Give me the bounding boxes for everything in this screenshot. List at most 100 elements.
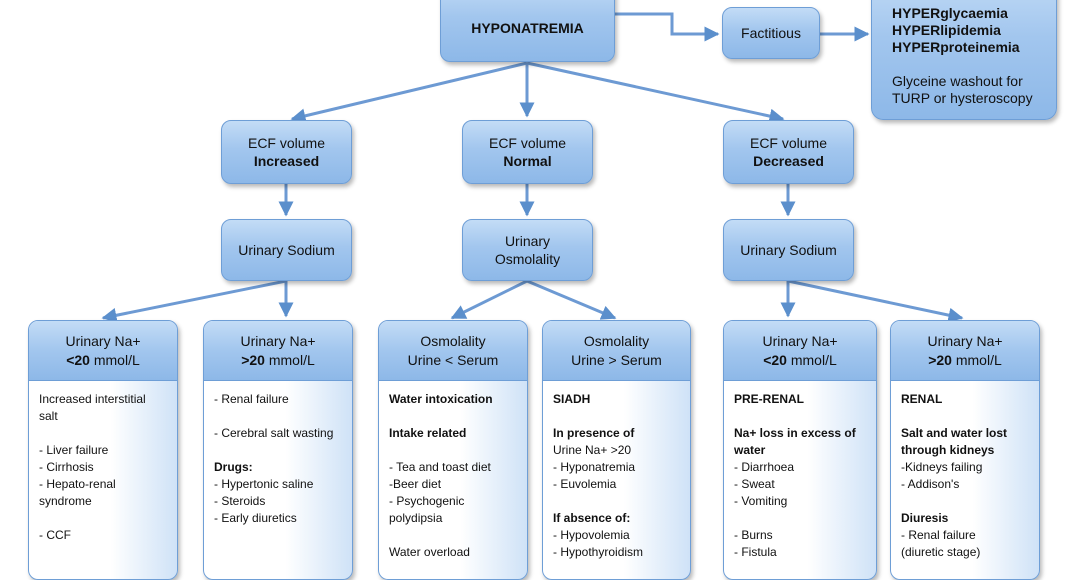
arrow-root-to-ecf-increased [290, 61, 528, 124]
result-line [214, 408, 346, 425]
arrow-root-to-factitious [615, 12, 720, 42]
result-line: - Hypertonic saline [214, 477, 314, 491]
factitious-note-line: TURP or hysteroscopy [892, 90, 1033, 106]
arrow-root-to-ecf-decreased [526, 61, 785, 124]
result-header-line2: >20 mmol/L [928, 351, 1002, 368]
result-line: - Hypovolemia [553, 528, 630, 542]
result-header-line2: <20 mmol/L [66, 351, 140, 368]
result-column-header: Urinary Na+ <20 mmol/L [724, 321, 876, 381]
test-label: Urinary Sodium [740, 242, 837, 258]
factitious-cause: HYPERlipidemia [892, 22, 1001, 38]
result-line: - Steroids [214, 494, 266, 508]
result-header-line2: <20 mmol/L [763, 351, 837, 368]
result-line: Na+ loss in excess of [734, 426, 856, 440]
result-line: - Renal failure [901, 528, 976, 542]
result-line: Diuresis [901, 511, 949, 525]
result-column-header: Urinary Na+>20 mmol/L [891, 321, 1039, 381]
result-line: RENAL [901, 392, 943, 406]
result-column-body: Increased interstitial salt - Liver failur… [29, 381, 177, 544]
result-line: Water overload [389, 545, 470, 559]
result-column-header: Urinary Na+<20 mmol/L [29, 321, 177, 381]
result-line: Drugs: [214, 460, 253, 474]
result-line: (diuretic stage) [901, 545, 981, 559]
result-line [734, 510, 870, 527]
test-label: Urinary [504, 233, 551, 249]
result-line: - Burns [734, 528, 773, 542]
urinary-osmolality-node: Urinary Osmolality [462, 219, 593, 281]
result-line: - Cirrhosis [39, 460, 94, 474]
result-line: syndrome [39, 494, 92, 508]
ecf-line2: Decreased [753, 153, 824, 169]
factitious-label: Factitious [741, 25, 801, 41]
result-column-header: Urinary Na+ >20 mmol/L [204, 321, 352, 381]
result-line: Urine Na+ >20 [553, 443, 632, 457]
root-label: HYPONATREMIA [471, 20, 584, 36]
result-line: In presence of [553, 426, 635, 440]
result-line [553, 493, 684, 510]
result-line: - Vomiting [734, 494, 788, 508]
arrow-osm-to-low [450, 279, 528, 320]
test-label: Osmolality [494, 251, 561, 267]
result-line [901, 408, 1033, 425]
result-line: -Beer diet [389, 477, 442, 491]
ecf-line1: ECF volume [749, 135, 828, 151]
result-line: - Early diuretics [214, 511, 297, 525]
result-line: - Euvolemia [553, 477, 617, 491]
factitious-causes-box: HYPERglycaemia HYPERlipidemia HYPERprote… [871, 0, 1057, 120]
result-line: polydipsia [389, 511, 443, 525]
arrow-sodium-to-low [101, 279, 287, 323]
result-line: Increased interstitial [39, 392, 146, 406]
result-header-line1: Osmolality [583, 332, 650, 349]
factitious-cause: HYPERglycaemia [892, 5, 1008, 21]
result-line: Intake related [389, 426, 467, 440]
arrow-sodium2-to-high [787, 279, 964, 323]
ecf-line2: Normal [503, 153, 552, 169]
result-column: Urinary Na+ >20 mmol/L - Renal failure- Ce… [203, 320, 353, 580]
result-header-line2: >20 mmol/L [241, 351, 315, 368]
result-line [901, 493, 1033, 510]
ecf-increased-node: ECF volume Increased [221, 120, 352, 184]
urinary-sodium-node-right: Urinary Sodium [723, 219, 854, 281]
result-line: Salt and water lost [901, 426, 1008, 440]
result-column-body: SIADH In presence of Urine Na+ >20 - Hypona… [543, 381, 690, 561]
result-line: - Renal failure [214, 392, 289, 406]
root-node-hyponatremia: HYPONATREMIA [440, 0, 615, 62]
result-line: - Tea and toast diet [389, 460, 491, 474]
result-line: - Sweat [734, 477, 775, 491]
result-line: - Diarrhoea [734, 460, 795, 474]
result-header-line1: Urinary Na+ [762, 332, 838, 349]
test-label: Urinary Sodium [238, 242, 335, 258]
result-line: - Hyponatremia [553, 460, 636, 474]
ecf-normal-node: ECF volume Normal [462, 120, 593, 184]
factitious-note-line: Glyceine washout for [892, 73, 1023, 89]
result-header-line1: Urinary Na+ [240, 332, 316, 349]
arrow-osm-to-high [526, 279, 617, 320]
result-line [553, 408, 684, 425]
result-header-line2: Urine < Serum [407, 351, 499, 368]
ecf-line1: ECF volume [247, 135, 326, 151]
urinary-sodium-node-left: Urinary Sodium [221, 219, 352, 281]
result-line: salt [39, 409, 58, 423]
ecf-line1: ECF volume [488, 135, 567, 151]
result-line [734, 408, 870, 425]
result-line: - Psychogenic [389, 494, 465, 508]
result-line: If absence of: [553, 511, 631, 525]
result-line: - Liver failure [39, 443, 109, 457]
result-line: - CCF [39, 528, 71, 542]
result-line: -Kidneys failing [901, 460, 983, 474]
ecf-decreased-node: ECF volume Decreased [723, 120, 854, 184]
result-column: Urinary Na+ <20 mmol/L PRE-RENAL Na+ loss i… [723, 320, 877, 580]
result-line: - Hypothyroidism [553, 545, 644, 559]
result-line: PRE-RENAL [734, 392, 805, 406]
result-line: water [734, 443, 766, 457]
result-line: - Fistula [734, 545, 777, 559]
result-line: SIADH [553, 392, 591, 406]
result-column: Urinary Na+>20 mmol/L RENAL Salt and water… [890, 320, 1040, 580]
